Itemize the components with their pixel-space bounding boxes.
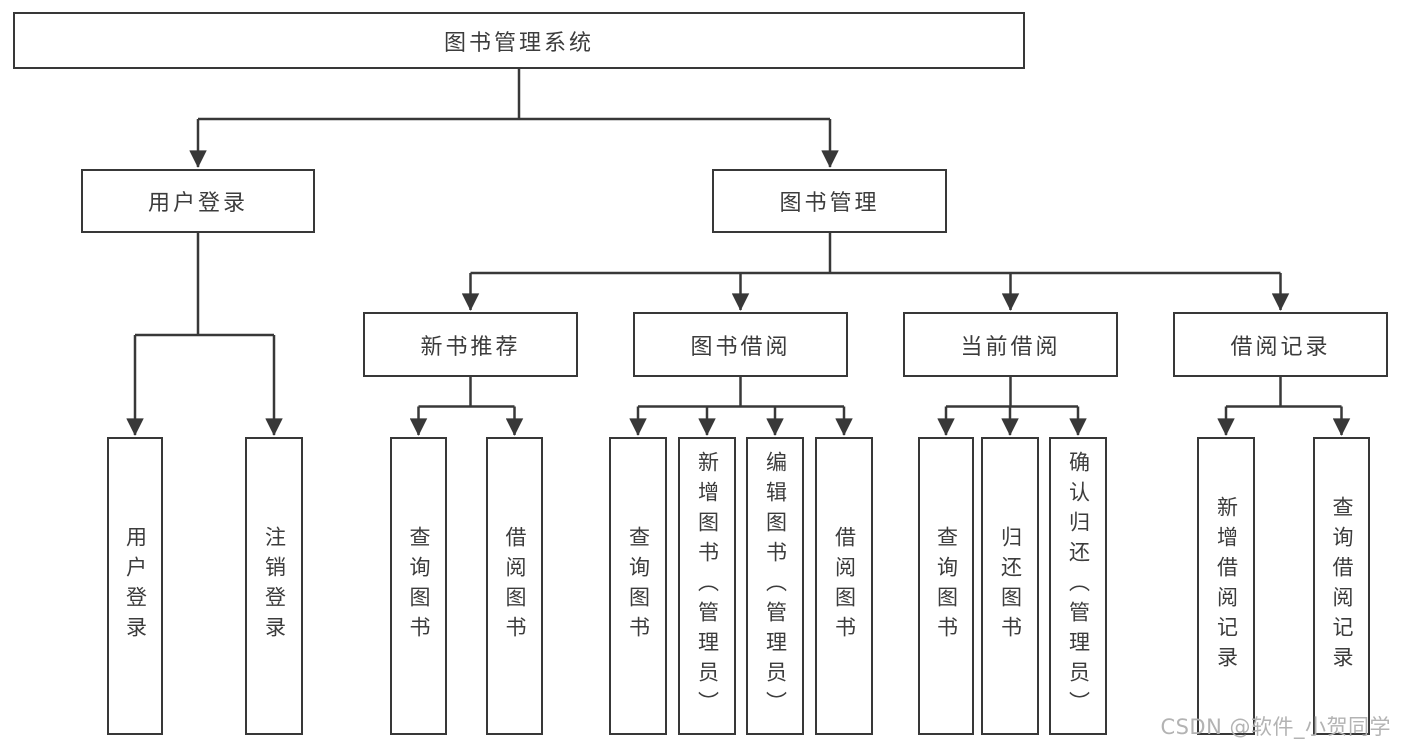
leaf-borrow-books-recommend-label: 借阅图书 [503,526,527,646]
node-library-management-system: 图书管理系统 [13,12,1025,69]
csdn-watermark: CSDN @软件_小贺同学 [1160,715,1391,739]
leaf-logout-label: 注销登录 [262,526,287,646]
leaf-add-book-admin: 新增图书（管理员） [678,437,736,735]
node-new-book-recommend: 新书推荐 [363,312,578,377]
node-book-management-label: 图书管理 [779,191,880,216]
node-new-book-recommend-label: 新书推荐 [420,334,521,360]
leaf-add-borrow-record: 新增借阅记录 [1197,437,1255,735]
leaf-user-login-label: 用户登录 [123,526,148,646]
node-borrow-records-label: 借阅记录 [1230,334,1331,360]
leaf-confirm-return-admin: 确认归还（管理员） [1049,437,1107,735]
leaf-logout: 注销登录 [245,437,303,735]
leaf-query-books-recommend-label: 查询图书 [407,526,431,646]
node-book-management: 图书管理 [712,169,947,233]
leaf-query-books-borrowing: 查询图书 [609,437,667,735]
leaf-return-book: 归还图书 [981,437,1039,735]
leaf-add-book-admin-label: 新增图书（管理员） [695,451,720,721]
leaf-user-login: 用户登录 [107,437,163,735]
leaf-query-borrow-record-label: 查询借阅记录 [1330,496,1354,676]
leaf-query-books-borrowing-label: 查询图书 [626,526,651,646]
node-library-management-system-label: 图书管理系统 [443,30,594,56]
leaf-borrow-books-label: 借阅图书 [832,526,857,646]
leaf-query-books-current-label: 查询图书 [934,526,959,646]
node-book-borrowing-label: 图书借阅 [690,334,791,360]
node-book-borrowing: 图书借阅 [633,312,848,377]
leaf-edit-book-admin-label: 编辑图书（管理员） [763,451,788,721]
node-current-borrowing: 当前借阅 [903,312,1118,377]
leaf-borrow-books-recommend: 借阅图书 [486,437,543,735]
node-borrow-records: 借阅记录 [1173,312,1388,377]
leaf-edit-book-admin: 编辑图书（管理员） [746,437,804,735]
leaf-confirm-return-admin-label: 确认归还（管理员） [1066,451,1091,721]
leaf-add-borrow-record-label: 新增借阅记录 [1214,496,1239,676]
leaf-query-books-recommend: 查询图书 [390,437,447,735]
leaf-query-books-current: 查询图书 [918,437,974,735]
leaf-borrow-books: 借阅图书 [815,437,873,735]
leaf-return-book-label: 归还图书 [998,526,1023,646]
leaf-query-borrow-record: 查询借阅记录 [1313,437,1370,735]
node-user-login: 用户登录 [81,169,315,233]
node-current-borrowing-label: 当前借阅 [960,334,1061,360]
node-user-login-label: 用户登录 [147,191,248,216]
